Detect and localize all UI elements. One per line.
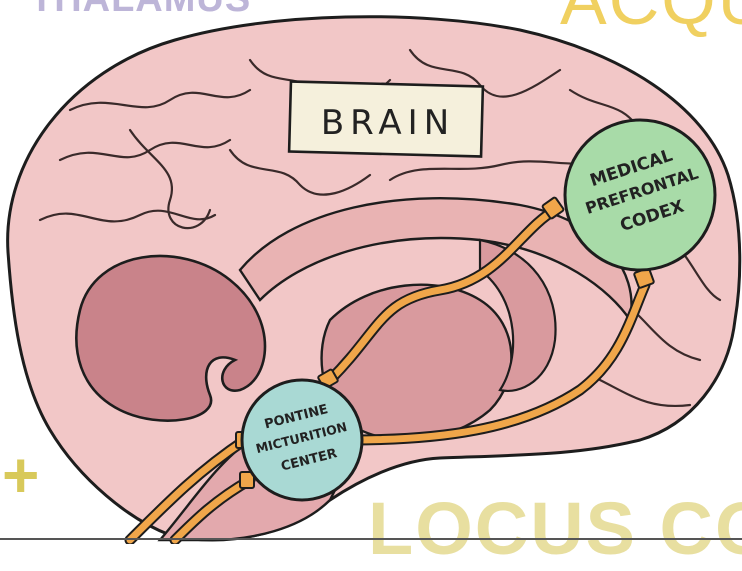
medical-prefrontal-node: MEDICAL PREFRONTAL CODEX bbox=[565, 120, 715, 270]
bottom-divider bbox=[0, 538, 742, 540]
brain-label-sign: BRAIN bbox=[289, 81, 483, 156]
brain-illustration: BRAIN MEDICAL PREFRONTAL CODEX PONTINE M… bbox=[0, 0, 742, 544]
locus-background-text: LOCUS CO bbox=[368, 486, 742, 571]
brain-label: BRAIN bbox=[321, 103, 455, 143]
pontine-micturition-node: PONTINE MICTURITION CENTER bbox=[242, 380, 362, 500]
plus-background-glyph: + bbox=[2, 438, 39, 512]
